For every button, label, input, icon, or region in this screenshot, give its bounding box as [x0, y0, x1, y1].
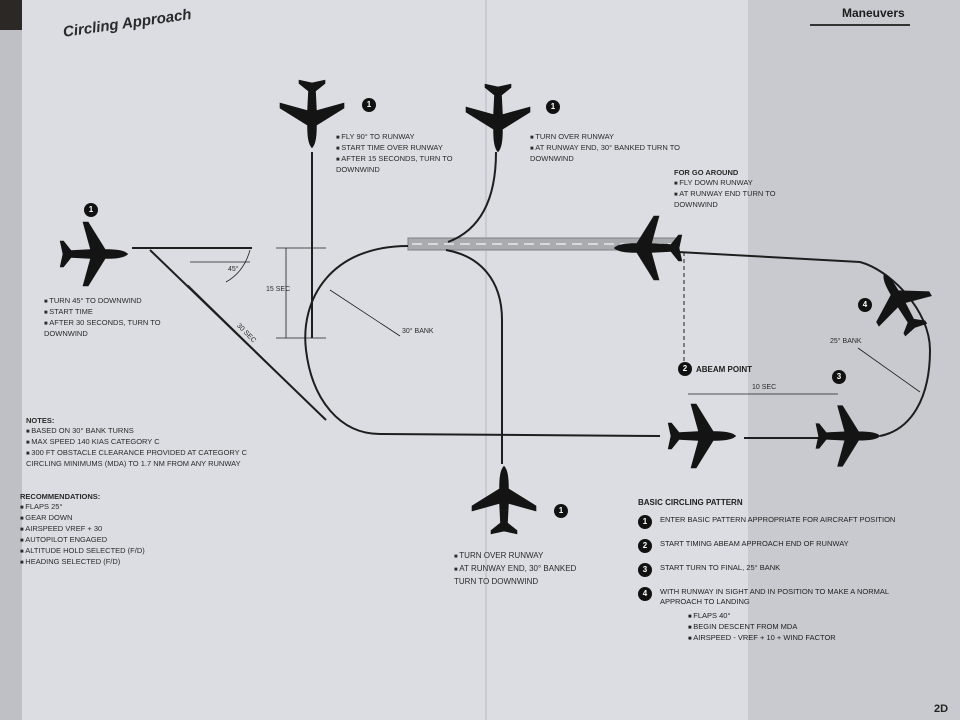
label-45-deg: 45° — [228, 266, 239, 273]
basic-circling-pattern: BASIC CIRCLING PATTERN 1 ENTER BASIC PAT… — [638, 498, 898, 644]
bank-30-leader — [329, 289, 401, 337]
callout-top-right: TURN OVER RUNWAY AT RUNWAY END, 30° BANK… — [530, 132, 680, 164]
notes-block: NOTES: BASED ON 30° BANK TURNS MAX SPEED… — [26, 416, 266, 469]
callout-top-left: FLY 90° TO RUNWAY START TIME OVER RUNWAY… — [336, 132, 486, 175]
aircraft-downwind-2 — [815, 405, 881, 467]
manual-page-left — [22, 0, 792, 720]
header-rule — [810, 24, 910, 26]
badge-4-diagram: 4 — [858, 298, 872, 312]
dim-45-arc — [225, 249, 251, 283]
label-10-sec: 10 SEC — [752, 384, 777, 391]
left-turn-loop — [304, 245, 661, 437]
badge-1-bottom: 1 — [554, 504, 568, 518]
aircraft-downwind-1 — [667, 403, 737, 469]
badge-1-left: 1 — [84, 203, 98, 217]
badge-1-top-left: 1 — [362, 98, 376, 112]
badge-2-diagram: 2 — [678, 362, 692, 376]
aircraft-bottom-entry — [471, 465, 537, 535]
basic-pattern-heading: BASIC CIRCLING PATTERN — [638, 498, 743, 507]
step-badge-4: 4 — [638, 587, 652, 601]
step-badge-2: 2 — [638, 539, 652, 553]
step-badge-1: 1 — [638, 515, 652, 529]
recommendations-heading: RECOMMENDATIONS: — [20, 492, 101, 501]
basic-step-4-subitems: FLAPS 40° BEGIN DESCENT FROM MDA AIRSPEE… — [688, 611, 898, 644]
callout-left: TURN 45° TO DOWNWIND START TIME AFTER 30… — [44, 296, 194, 339]
basic-step-4: 4 WITH RUNWAY IN SIGHT AND IN POSITION T… — [638, 587, 898, 607]
abeam-point: 2 ABEAM POINT — [678, 362, 752, 376]
basic-step-1: 1 ENTER BASIC PATTERN APPROPRIATE FOR AI… — [638, 515, 898, 529]
bottom-entry-turn — [445, 249, 503, 464]
dim-30sec — [187, 284, 319, 413]
recommendations-block: RECOMMENDATIONS: FLAPS 25° GEAR DOWN AIR… — [20, 492, 220, 568]
badge-1-top-right: 1 — [546, 100, 560, 114]
go-around-path — [677, 251, 932, 437]
callout-go-around: FOR GO AROUND FLY DOWN RUNWAY AT RUNWAY … — [674, 168, 804, 210]
label-15-sec: 15 SEC — [266, 286, 291, 293]
abeam-point-label: ABEAM POINT — [696, 364, 752, 374]
section-header: Maneuvers — [842, 6, 905, 20]
bank-25-leader — [857, 347, 921, 393]
notes-heading: NOTES: — [26, 416, 55, 425]
basic-step-3: 3 START TURN TO FINAL, 25° BANK — [638, 563, 898, 577]
label-30-bank: 30° BANK — [402, 328, 434, 335]
top-entry-turn — [447, 151, 497, 243]
basic-step-2: 2 START TIMING ABEAM APPROACH END OF RUN… — [638, 539, 898, 553]
label-25-bank: 25° BANK — [830, 338, 862, 345]
aircraft-on-runway — [613, 215, 683, 281]
callout-bottom: TURN OVER RUNWAY AT RUNWAY END, 30° BANK… — [454, 550, 584, 587]
step-badge-3: 3 — [638, 563, 652, 577]
aircraft-top-left — [279, 79, 345, 149]
manual-page-right — [748, 0, 960, 720]
page-number: 2D — [934, 703, 949, 715]
badge-3-diagram: 3 — [832, 370, 846, 384]
aircraft-left-entry — [59, 221, 129, 287]
page-fold — [485, 0, 487, 720]
